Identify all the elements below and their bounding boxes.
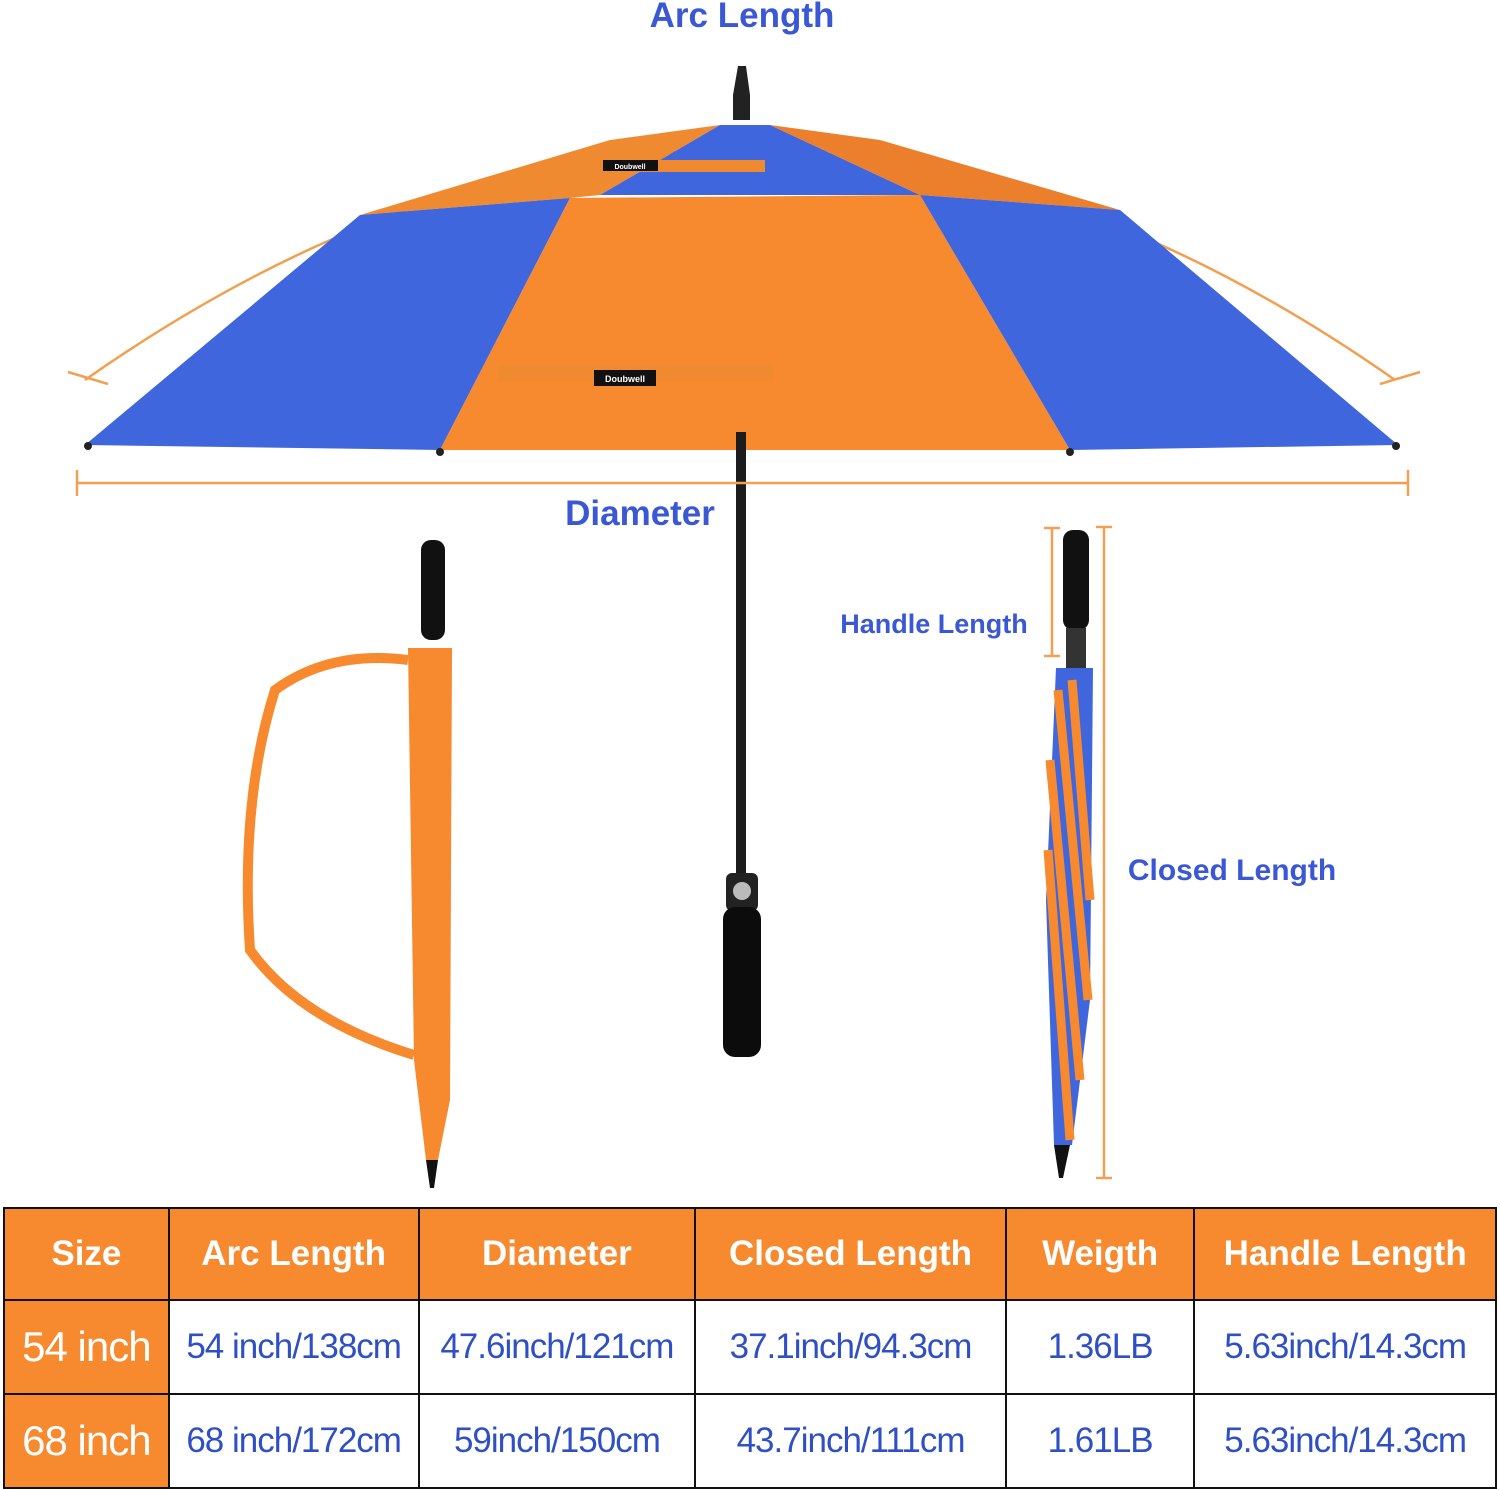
open-umbrella: Doubwell Doubwell bbox=[84, 66, 1400, 1057]
diameter-label: Diameter bbox=[565, 494, 715, 533]
cell-arc-length: 68 inch/172cm bbox=[167, 1393, 420, 1489]
handle-length-label: Handle Length bbox=[840, 609, 1028, 639]
cell-handle-length: 5.63inch/14.3cm bbox=[1193, 1393, 1497, 1489]
closed-umbrella-orange bbox=[242, 540, 452, 1188]
header-size: Size bbox=[3, 1207, 170, 1301]
brand-tag: Doubwell bbox=[605, 374, 645, 384]
umbrella-illustration: Doubwell Doubwell bbox=[67, 66, 1421, 1188]
brand-tag-top: Doubwell bbox=[614, 164, 645, 171]
header-diameter: Diameter bbox=[417, 1207, 697, 1301]
header-weight: Weigth bbox=[1004, 1207, 1196, 1301]
closed-length-bracket bbox=[1096, 525, 1112, 1180]
cell-closed-length: 37.1inch/94.3cm bbox=[694, 1299, 1007, 1395]
cell-closed-length: 43.7inch/111cm bbox=[694, 1393, 1007, 1489]
size-table: Size Arc Length Diameter Closed Length W… bbox=[3, 1207, 1497, 1489]
cell-diameter: 59inch/150cm bbox=[417, 1393, 697, 1489]
closed-length-label: Closed Length bbox=[1127, 854, 1337, 887]
table-header-row: Size Arc Length Diameter Closed Length W… bbox=[3, 1207, 1497, 1301]
cell-diameter: 47.6inch/121cm bbox=[417, 1299, 697, 1395]
table-row: 54 inch 54 inch/138cm 47.6inch/121cm 37.… bbox=[3, 1299, 1497, 1395]
handle-length-bracket bbox=[1044, 526, 1060, 658]
arc-length-label: Arc Length bbox=[649, 0, 835, 35]
table-row: 68 inch 68 inch/172cm 59inch/150cm 43.7i… bbox=[3, 1393, 1497, 1489]
cell-weight: 1.61LB bbox=[1004, 1393, 1196, 1489]
header-handle-length: Handle Length bbox=[1193, 1207, 1497, 1301]
closed-umbrella-striped bbox=[1043, 530, 1095, 1178]
cell-size: 68 inch bbox=[3, 1393, 170, 1489]
cell-arc-length: 54 inch/138cm bbox=[167, 1299, 420, 1395]
header-arc-length: Arc Length bbox=[167, 1207, 420, 1301]
cell-weight: 1.36LB bbox=[1004, 1299, 1196, 1395]
cell-handle-length: 5.63inch/14.3cm bbox=[1193, 1299, 1497, 1395]
cell-size: 54 inch bbox=[3, 1299, 170, 1395]
header-closed-length: Closed Length bbox=[694, 1207, 1007, 1301]
